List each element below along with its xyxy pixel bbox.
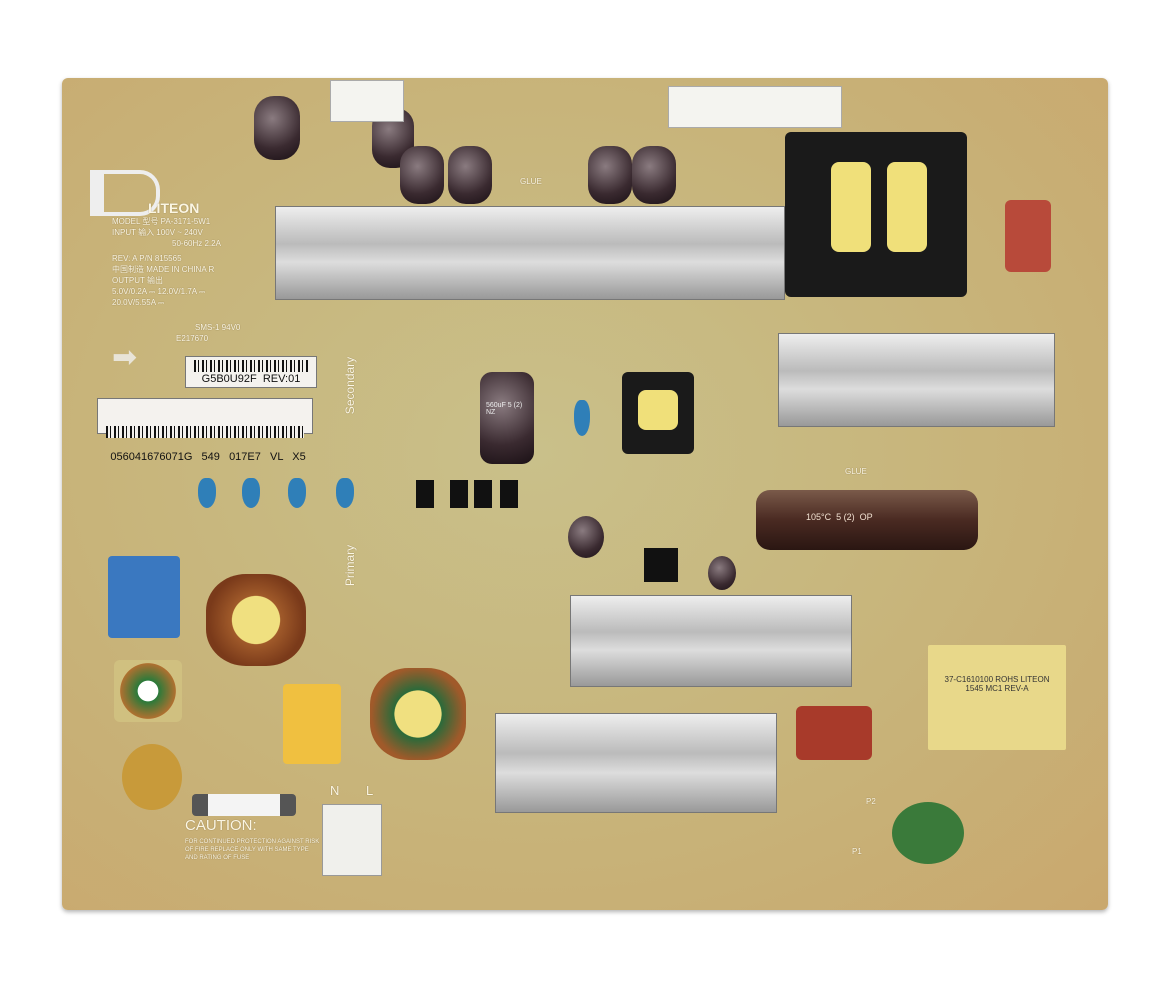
y-capacitor	[242, 478, 260, 508]
output-line2: 20.0V/5.55A ⎓	[112, 298, 165, 307]
secondary-label: Secondary	[343, 356, 358, 415]
connector	[330, 80, 404, 122]
made-in-text: 中国制造 MADE IN CHINA R	[112, 265, 215, 274]
varistor	[122, 744, 182, 810]
glue-label: GLUE	[845, 467, 867, 476]
electrolytic-capacitor	[708, 556, 736, 590]
common-mode-choke	[370, 668, 466, 760]
glue-label: GLUE	[520, 177, 542, 186]
line-label: L	[366, 783, 374, 798]
caution-text: FOR CONTINUED PROTECTION AGAINST RISK OF…	[185, 839, 320, 861]
output-line1: 5.0V/0.2A ⎓ 12.0V/1.7A ⎓	[112, 287, 206, 296]
electrolytic-capacitor	[400, 146, 444, 204]
arrow-icon: ➡	[112, 341, 138, 374]
optocoupler	[450, 480, 468, 508]
x-capacitor	[283, 684, 341, 764]
output-text: OUTPUT 输出	[112, 276, 163, 285]
electrolytic-capacitor	[254, 96, 300, 160]
input-freq-text: 50-60Hz 2.2A	[172, 239, 221, 248]
optocoupler	[500, 480, 518, 508]
part-rev: REV:01	[262, 373, 301, 385]
electrolytic-capacitor	[568, 516, 604, 558]
transformer-winding	[887, 162, 927, 252]
electrolytic-capacitor	[632, 146, 676, 204]
transformer-winding	[638, 390, 678, 430]
main-transformer	[785, 132, 967, 297]
y-capacitor	[198, 478, 216, 508]
liteon-logo-mark	[90, 170, 160, 216]
toroid-inductor	[114, 660, 182, 722]
ratings-block: MODEL 型号 PA-3171-5W1 INPUT 输入 100V ~ 240…	[112, 216, 312, 308]
serial-number: 056041676071G 549 017E7 VL X5	[110, 451, 306, 463]
heatsink	[275, 206, 785, 300]
rev-text: REV: A P/N 815565	[112, 254, 182, 263]
ac-input-connector[interactable]	[322, 804, 382, 876]
fuse	[192, 794, 296, 816]
capacitor-marking: 560uF 5 (2) NZ	[486, 402, 523, 416]
film-capacitor	[1005, 200, 1051, 272]
electrolytic-capacitor	[588, 146, 632, 204]
input-text: INPUT 输入 100V ~ 240V	[112, 228, 203, 237]
y-capacitor	[574, 400, 590, 436]
heatsink	[495, 713, 777, 813]
barcode	[194, 360, 308, 372]
optocoupler	[474, 480, 492, 508]
aux-transformer	[622, 372, 694, 454]
film-capacitor	[796, 706, 872, 760]
part-number: G5B0U92F	[201, 373, 257, 385]
thermistor	[892, 802, 964, 864]
cert-id-text: E217670	[176, 334, 209, 343]
optocoupler	[416, 480, 434, 508]
p2-label: P2	[866, 797, 876, 806]
barcode	[106, 426, 304, 438]
cert-text: SMS-1 94V0	[195, 323, 241, 332]
y-capacitor	[336, 478, 354, 508]
transformer-winding	[831, 162, 871, 252]
electrolytic-capacitor: 560uF 5 (2) NZ	[480, 372, 534, 464]
transformer-marking: 37-C1610100 ROHS LITEON 1545 MC1 REV-A	[944, 675, 1050, 693]
capacitor-marking: 105°C 5 (2) OP	[806, 512, 873, 522]
model-text: MODEL 型号 PA-3171-5W1	[112, 217, 211, 226]
output-connector	[668, 86, 842, 128]
ic-chip	[644, 548, 678, 582]
y-capacitor	[288, 478, 306, 508]
heatsink	[570, 595, 852, 687]
primary-label: Primary	[343, 544, 358, 587]
x-capacitor	[108, 556, 180, 638]
standby-transformer: 37-C1610100 ROHS LITEON 1545 MC1 REV-A	[928, 645, 1066, 750]
p1-label: P1	[852, 847, 862, 856]
bulk-capacitor: 105°C 5 (2) OP	[756, 490, 978, 550]
neutral-label: N	[330, 783, 340, 798]
brand-logo: LITEON	[148, 200, 200, 216]
serial-label: 056041676071G 549 017E7 VL X5	[97, 398, 313, 463]
caution-label: CAUTION:	[185, 817, 257, 834]
electrolytic-capacitor	[448, 146, 492, 204]
heatsink	[778, 333, 1055, 427]
part-label: G5B0U92F REV:01	[185, 356, 317, 388]
common-mode-choke	[206, 574, 306, 666]
